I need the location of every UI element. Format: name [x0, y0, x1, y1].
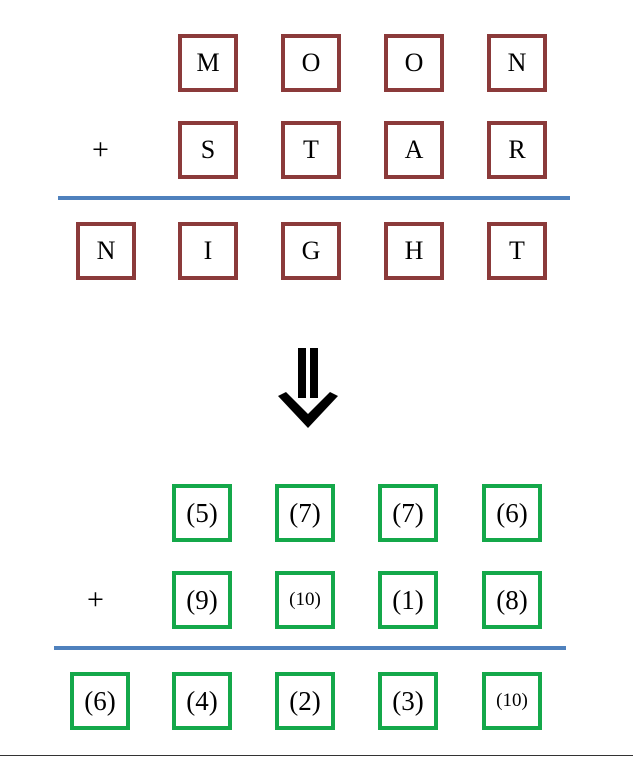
digit-box: (4) [172, 672, 232, 730]
digit-box: (8) [482, 571, 542, 629]
letter-box: N [487, 34, 547, 92]
digit-box: (2) [275, 672, 335, 730]
digit-box: (7) [275, 484, 335, 542]
letter-box: M [178, 34, 238, 92]
letter-box: S [178, 121, 238, 179]
letter-box: T [281, 121, 341, 179]
double-down-arrow-icon [278, 348, 338, 428]
sum-rule [58, 196, 570, 200]
digit-box: (10) [482, 672, 542, 730]
letter-box: I [178, 222, 238, 280]
digit-box: (1) [378, 571, 438, 629]
plus-sign: + [92, 133, 109, 166]
page-bottom-divider [0, 755, 633, 756]
letter-box: O [384, 34, 444, 92]
letter-box: N [76, 222, 136, 280]
letter-box: A [384, 121, 444, 179]
digit-box: (6) [70, 672, 130, 730]
letter-box: G [281, 222, 341, 280]
plus-sign: + [87, 583, 104, 616]
letter-box: O [281, 34, 341, 92]
digit-box: (3) [378, 672, 438, 730]
digit-box: (7) [378, 484, 438, 542]
digit-box: (10) [275, 571, 335, 629]
letter-box: H [384, 222, 444, 280]
sum-rule [54, 646, 566, 650]
digit-box: (9) [172, 571, 232, 629]
letter-box: T [487, 222, 547, 280]
digit-box: (6) [482, 484, 542, 542]
digit-box: (5) [172, 484, 232, 542]
letter-box: R [487, 121, 547, 179]
